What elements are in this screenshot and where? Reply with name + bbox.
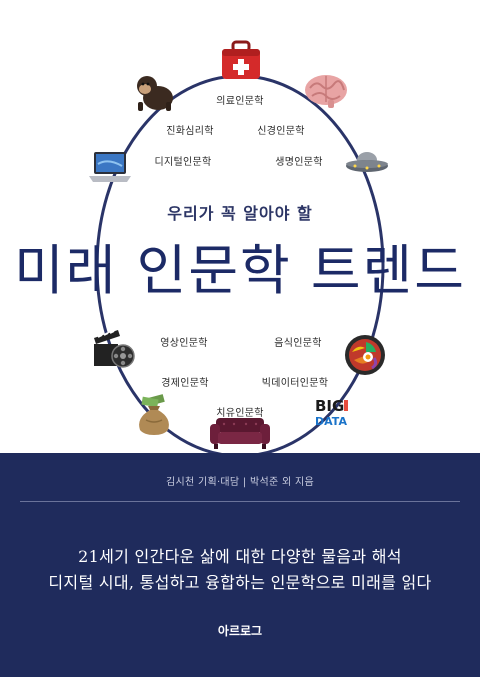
ufo-icon (346, 152, 388, 172)
label-food: 음식인문학 (274, 338, 322, 349)
money-bag-icon (139, 394, 169, 435)
label-evolution-psych: 진화심리학 (166, 126, 214, 137)
description-line-2: 디지털 시대, 통섭하고 융합하는 인문학으로 미래를 읽다 (48, 573, 432, 592)
big-data-logo-icon: BIG DATA (313, 396, 355, 428)
svg-text:DATA: DATA (315, 415, 347, 428)
brain-icon (305, 75, 347, 108)
label-biotech: 생명인문학 (275, 157, 323, 168)
film-camera-icon (94, 330, 135, 368)
chimpanzee-icon (137, 76, 173, 111)
bibimbap-bowl-icon (345, 335, 385, 375)
label-neuro: 신경인문학 (257, 126, 305, 137)
sofa-icon (210, 418, 270, 449)
divider (20, 501, 460, 502)
cover-top-area: 의료인문학 진화심리학 신경인문학 디지털인문학 생명인문학 영상인문학 음식인… (14, 40, 466, 453)
label-medical: 의료인문학 (216, 96, 264, 107)
svg-text:BIG: BIG (315, 397, 344, 415)
cover-title: 미래 인문학 트렌드 (14, 239, 466, 302)
label-healing: 치유인문학 (216, 408, 264, 419)
label-digital: 디지털인문학 (154, 157, 212, 168)
laptop-icon (89, 152, 131, 182)
label-bigdata: 빅데이터인문학 (261, 378, 329, 389)
first-aid-kit-icon (222, 40, 260, 79)
publisher-logo: 아르로그 (217, 624, 263, 638)
description-line-1: 21세기 인간다운 삶에 대한 다양한 물음과 해석 (78, 547, 402, 566)
cover-subtitle: 우리가 꼭 알아야 할 (167, 204, 313, 223)
cover-bottom-band (0, 453, 480, 677)
authors-line: 김시천 기획·대담 | 박석준 외 지음 (165, 477, 315, 488)
label-video: 영상인문학 (160, 338, 208, 349)
label-economy: 경제인문학 (161, 378, 209, 389)
